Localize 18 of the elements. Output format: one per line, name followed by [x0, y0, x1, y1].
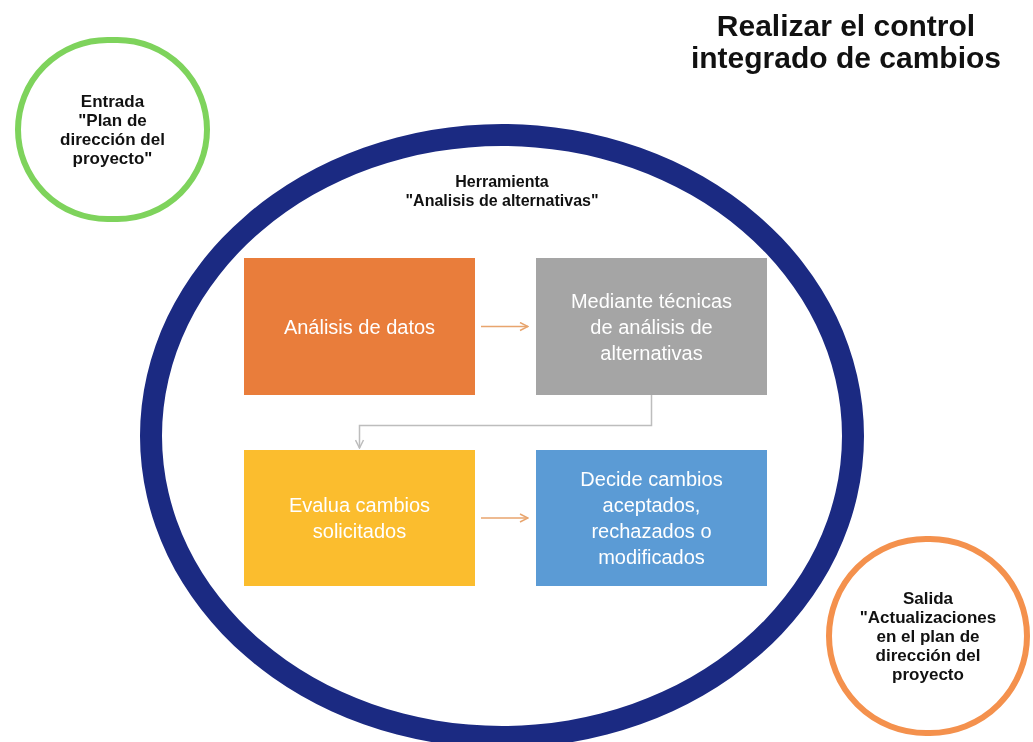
process-box	[536, 450, 767, 586]
box-text: Análisis de datos	[283, 314, 436, 340]
circle-heading: Entrada	[80, 91, 145, 111]
box-text: Evalua cambios solicitados	[287, 493, 432, 544]
process-box	[536, 258, 767, 395]
process-box	[244, 450, 475, 586]
tool-heading: Herramienta	[455, 172, 549, 191]
circle-text: "Actualizaciones en el plan de dirección del proyecto	[858, 607, 998, 684]
title: Realizar el control integrado de cambios	[689, 10, 1003, 74]
box-text: Decide cambios aceptados, rechazados o modificados	[579, 467, 724, 570]
arrow	[480, 513, 529, 523]
process-box	[244, 258, 475, 395]
arrow	[480, 321, 529, 332]
arrow	[354, 394, 653, 449]
circle-heading: Salida	[902, 588, 954, 608]
tool-name: "Analisis de alternativas"	[405, 191, 599, 210]
circle-text: "Plan de dirección del proyecto"	[59, 110, 166, 168]
box-text: Mediante técnicas de análisis de alternativas	[569, 288, 734, 366]
